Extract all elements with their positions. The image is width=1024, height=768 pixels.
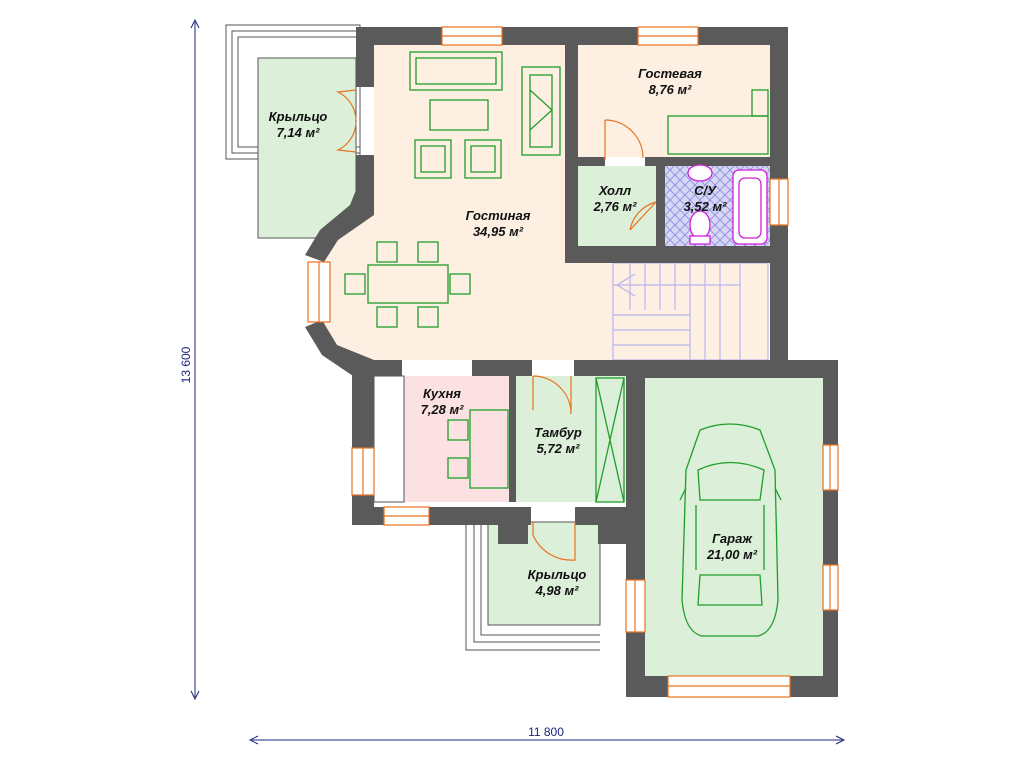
car-icon (679, 423, 782, 637)
label-tambur-area: 5,72 м² (537, 441, 581, 456)
living-room-floor (322, 45, 768, 360)
label-garage-name: Гараж (712, 531, 753, 546)
kitchen-counter (373, 375, 405, 503)
garage-floor (645, 378, 823, 690)
label-bath-area: 3,52 м² (684, 199, 728, 214)
label-hall-name: Холл (598, 183, 631, 198)
label-porch-bottom-area: 4,98 м² (535, 583, 580, 598)
label-garage-area: 21,00 м² (706, 547, 758, 562)
label-living-area: 34,95 м² (473, 224, 524, 239)
windows (307, 26, 839, 698)
hall-floor (578, 166, 656, 246)
label-guest-area: 8,76 м² (649, 82, 693, 97)
label-bath-name: С/У (694, 183, 717, 198)
label-living-name: Гостиная (466, 208, 531, 223)
dimension-vertical: 13 600 (179, 18, 200, 701)
label-porch-left-name: Крыльцо (269, 109, 328, 124)
label-kitchen-name: Кухня (423, 386, 461, 401)
label-porch-left-area: 7,14 м² (277, 125, 321, 140)
walls (305, 27, 838, 697)
porch-left (225, 24, 361, 239)
dimension-width-label: 11 800 (528, 725, 564, 739)
guest-room-floor (578, 45, 770, 157)
label-hall-area: 2,76 м² (593, 199, 638, 214)
doors (335, 89, 657, 561)
room-labels: Крыльцо 7,14 м² Гостиная 34,95 м² Гостев… (269, 66, 758, 598)
dimension-height-label: 13 600 (179, 346, 193, 383)
porch-bottom (465, 521, 601, 651)
label-guest-name: Гостевая (638, 66, 702, 81)
bathroom-fixtures (687, 164, 768, 245)
label-tambur-name: Тамбур (534, 425, 582, 440)
label-kitchen-area: 7,28 м² (421, 402, 465, 417)
dimension-horizontal: 11 800 (248, 725, 846, 745)
label-porch-bottom-name: Крыльцо (528, 567, 587, 582)
furniture (344, 51, 769, 503)
staircase (612, 262, 769, 361)
